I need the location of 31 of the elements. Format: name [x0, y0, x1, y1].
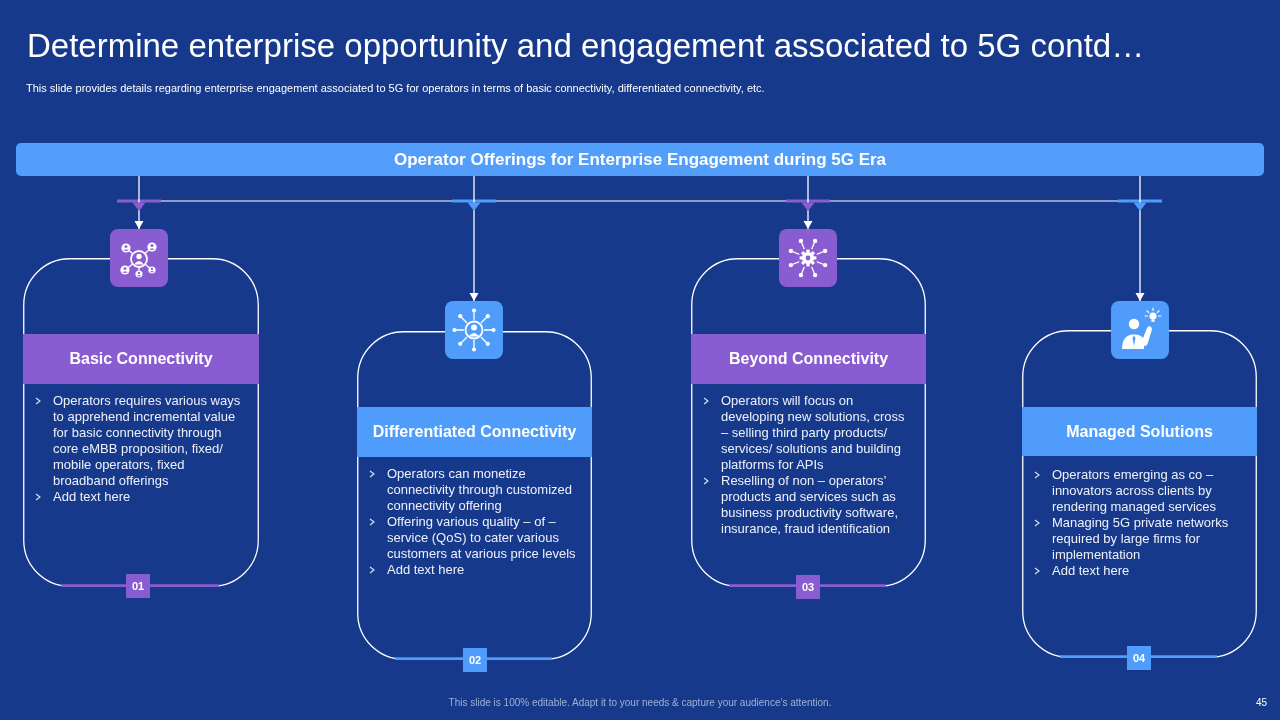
people-network-icon [110, 229, 168, 287]
bullet-text: Reselling of non – operators’ products and services such as business productivity software, insurance, fraud identification [721, 473, 900, 537]
bullet-text: Managing 5G private networks required by large firms for implementation [1052, 515, 1230, 563]
gear-network-icon [779, 229, 837, 287]
bullet-text: Operators requires various ways to apprehend incremental value for basic connectivity through core eMBB proposition, fixed/ mobile operators, fixed broadband offerings [53, 393, 242, 489]
number-badge: 01 [126, 574, 150, 598]
heading-band: Managed Solutions [1022, 407, 1257, 456]
slide-title: Determine enterprise opportunity and engagement associated to 5G contd… [27, 27, 1145, 65]
heading-band: Beyond Connectivity [691, 334, 926, 384]
bullet-text: Offering various quality – of – service (QoS) to cater various customers at various price levels [387, 514, 577, 562]
bullet-text: Operators emerging as co – innovators across clients by rendering managed services [1052, 467, 1218, 515]
header-bar: Operator Offerings for Enterprise Engagement during 5G Era [16, 143, 1264, 176]
person-hub-icon [445, 301, 503, 359]
bullet-text: Operators will focus on developing new solutions, cross – selling third party products/ services/ solutions and building platforms for APIs [721, 393, 906, 473]
heading-band: Differentiated Connectivity [357, 407, 592, 457]
number-badge: 03 [796, 575, 820, 599]
bullet-text: Add text here [1052, 563, 1130, 579]
bullet-text: Add text here [53, 489, 131, 505]
bullet-text: Add text here [387, 562, 465, 578]
connector-arrow [801, 175, 815, 230]
heading-band: Basic Connectivity [23, 334, 259, 384]
connector-arrow [467, 175, 481, 302]
connector-arrow [132, 175, 146, 230]
page-number: 45 [1255, 697, 1267, 709]
footer-note: This slide is 100% editable. Adapt it to your needs & capture your audience’s attention. [448, 697, 832, 709]
bullet-text: Operators can monetize connectivity through customized connectivity offering [387, 466, 573, 514]
subtitle: This slide provides details regarding enterprise engagement associated to 5G for operators in terms of basic connectivity, differentiated connectivity, etc. [26, 82, 765, 96]
connector-arrow [1133, 175, 1147, 302]
person-lightbulb-icon [1111, 301, 1169, 359]
number-badge: 04 [1127, 646, 1151, 670]
number-badge: 02 [463, 648, 487, 672]
